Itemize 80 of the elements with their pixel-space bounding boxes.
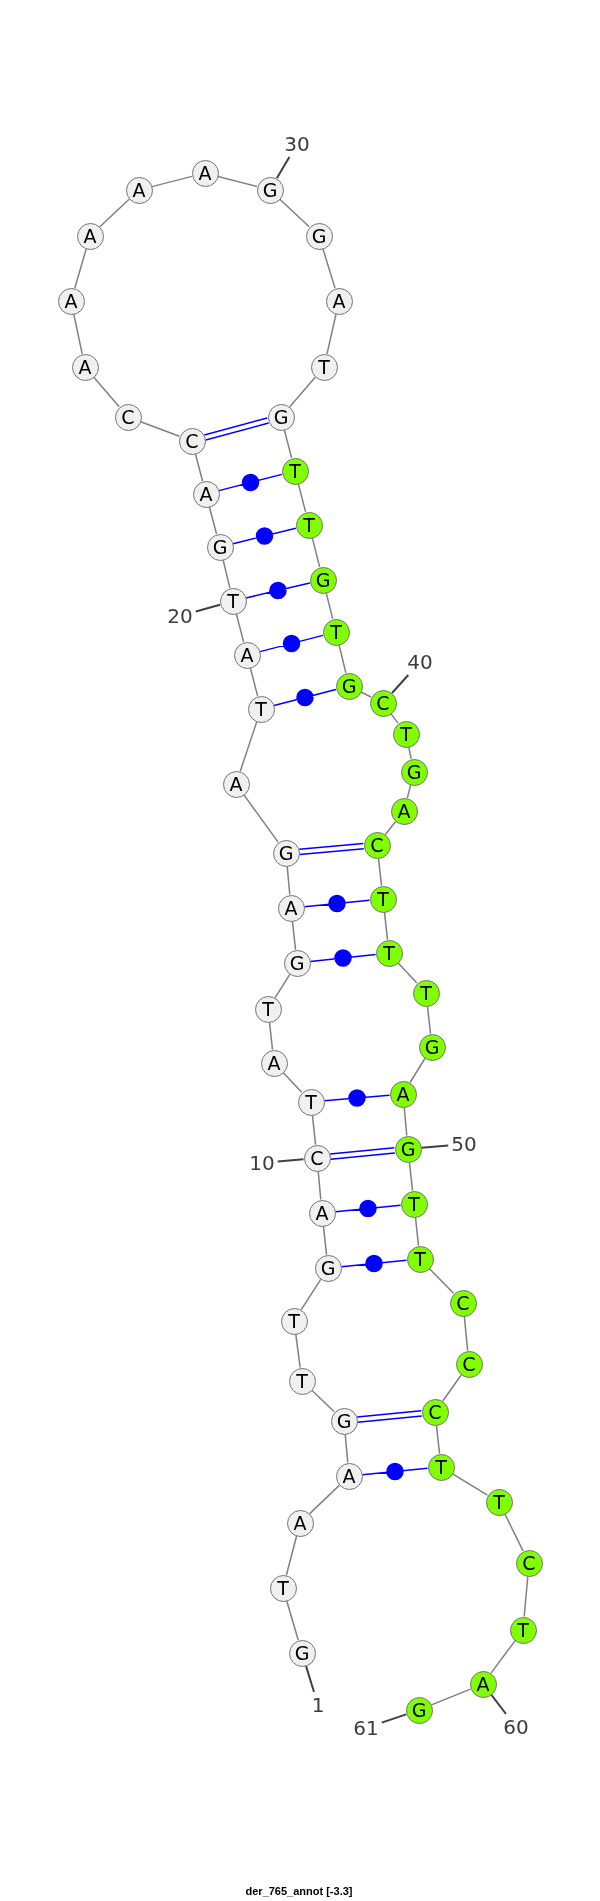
backbone-line: [408, 1161, 414, 1192]
backbone-line: [428, 1267, 455, 1295]
base-pair-line: [298, 842, 365, 856]
backbone-line: [322, 248, 336, 289]
backbone-line: [311, 537, 321, 568]
backbone-line: [344, 1433, 349, 1464]
backbone-line: [289, 376, 316, 408]
position-number: 20: [164, 603, 196, 629]
position-number: 60: [500, 1714, 532, 1740]
backbone-line: [309, 1484, 340, 1515]
backbone-line: [249, 667, 259, 697]
backbone-line: [326, 313, 337, 355]
leader-line: [420, 1144, 450, 1149]
backbone-line: [442, 1374, 462, 1402]
position-number: 61: [350, 1715, 382, 1741]
base-pair-line: [273, 688, 337, 707]
backbone-line: [463, 1315, 469, 1352]
backbone-line: [286, 865, 291, 896]
backbone-line: [317, 1170, 322, 1201]
backbone-line: [268, 1021, 274, 1051]
backbone-line: [397, 962, 418, 984]
position-number: 1: [308, 1692, 328, 1718]
position-number: 10: [246, 1150, 278, 1176]
backbone-line: [283, 429, 293, 459]
caption: der_765_annot [-3.3]: [245, 1886, 353, 1897]
backbone-line: [435, 1424, 441, 1455]
backbone-line: [414, 1216, 420, 1247]
position-number: 30: [281, 131, 313, 157]
backbone-line: [490, 1640, 516, 1674]
base-pair-line: [218, 473, 283, 492]
backbone-line: [286, 1600, 299, 1641]
backbone-line: [217, 175, 258, 188]
base-pair-line: [323, 1089, 391, 1107]
backbone-line: [208, 506, 218, 535]
backbone-line: [311, 1114, 317, 1146]
backbone-line: [235, 613, 245, 643]
backbone-line: [151, 175, 193, 188]
leader-line: [194, 603, 221, 613]
base-pair-line: [334, 1199, 402, 1218]
backbone-line: [285, 1535, 298, 1576]
leader-line: [380, 1713, 408, 1724]
backbone-line: [406, 784, 412, 799]
position-number: 40: [404, 649, 436, 675]
backbone-line: [73, 313, 83, 355]
backbone-line: [291, 920, 297, 951]
backbone-line: [311, 1389, 335, 1413]
backbone-line: [74, 248, 87, 289]
base-pair-line: [309, 949, 377, 967]
backbone-line: [403, 1106, 408, 1137]
backbone-line: [383, 911, 389, 941]
backbone-line: [239, 721, 258, 772]
backbone-line: [194, 453, 204, 482]
leader-line: [490, 1693, 507, 1715]
base-pair-line: [245, 581, 311, 600]
backbone-line: [384, 820, 397, 836]
backbone-line: [523, 1575, 529, 1618]
backbone-line: [408, 746, 412, 760]
backbone-line: [426, 1005, 432, 1035]
backbone-line: [243, 794, 279, 843]
base-pair-line: [329, 1147, 396, 1160]
backbone-line: [297, 483, 307, 513]
backbone-line: [322, 1225, 328, 1256]
base-pair-line: [259, 634, 324, 653]
backbone-line: [295, 1333, 301, 1369]
base-pair-line: [340, 1254, 408, 1273]
leader-line: [391, 674, 410, 694]
backbone-line: [325, 592, 334, 620]
backbone-line: [279, 198, 310, 228]
base-pair-line: [356, 1410, 423, 1423]
backbone-line: [222, 559, 231, 589]
base-pair-line: [303, 894, 371, 913]
backbone-line: [377, 857, 383, 887]
backbone-line: [93, 376, 120, 408]
leader-line: [276, 1158, 305, 1163]
backbone-line: [338, 644, 347, 674]
backbone-line: [282, 1072, 303, 1093]
base-pair-line: [232, 527, 297, 545]
backbone-line: [99, 198, 130, 228]
position-number: 50: [448, 1131, 480, 1157]
base-pair-line: [361, 1462, 429, 1481]
